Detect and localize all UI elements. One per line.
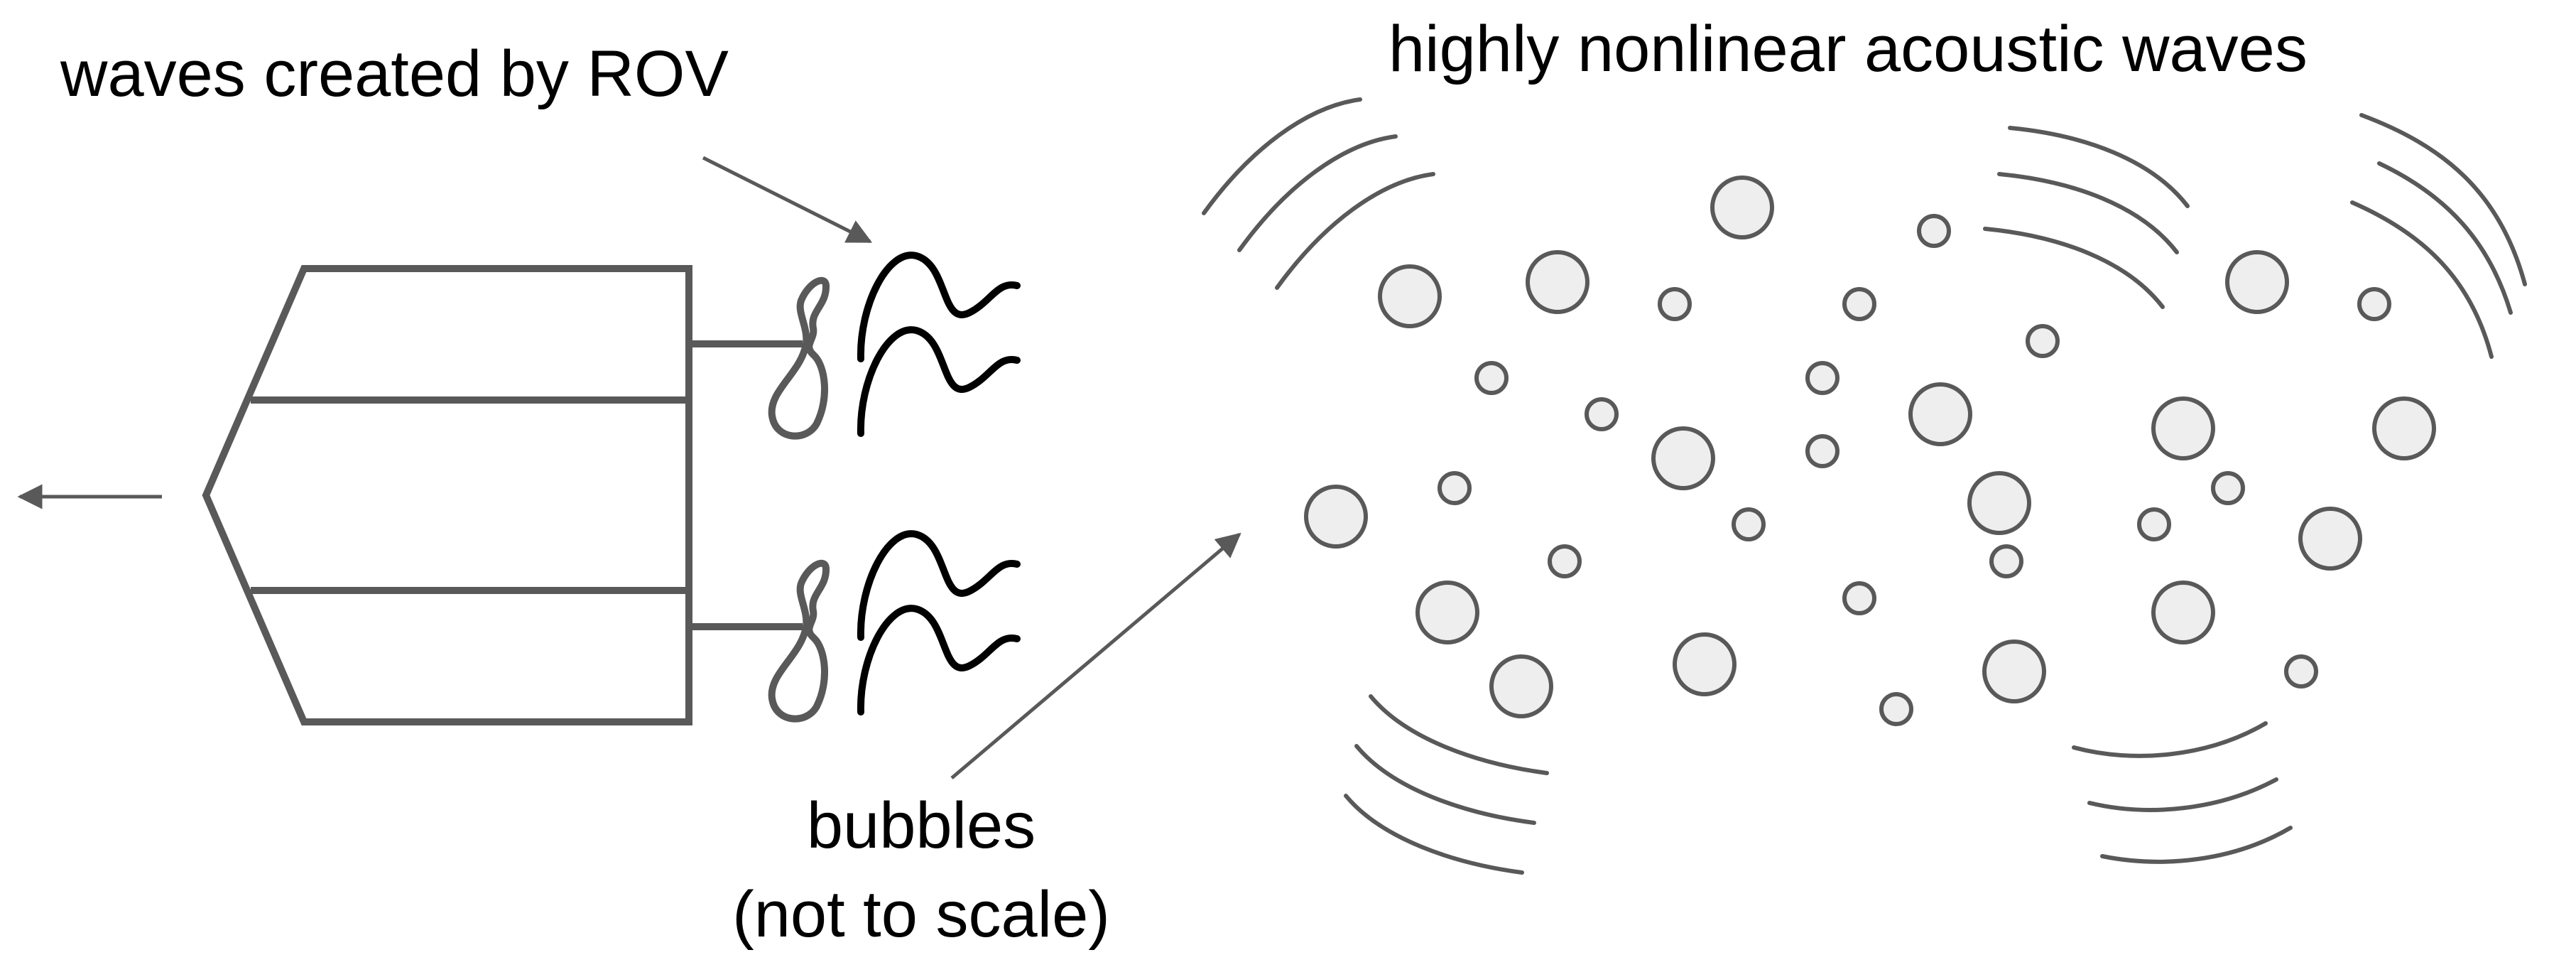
- acoustic-arc: [1369, 694, 1549, 775]
- bubble: [1651, 426, 1715, 490]
- wake-wave-3: [857, 530, 1021, 641]
- bubble: [2372, 396, 2436, 460]
- acoustic-arc: [1983, 227, 2165, 309]
- bubble: [1658, 287, 1692, 321]
- bubble: [2225, 250, 2289, 314]
- bubble: [2357, 287, 2391, 321]
- bubble: [2151, 396, 2215, 460]
- bubble: [1732, 507, 1766, 541]
- acoustic-arc: [2087, 777, 2278, 812]
- bubble: [1982, 639, 2046, 703]
- bubble: [1879, 692, 1913, 726]
- rov-body: [202, 265, 803, 725]
- bubble: [2284, 654, 2318, 689]
- bubble: [1842, 287, 1876, 321]
- wake-wave-2: [857, 326, 1021, 437]
- bubble: [1526, 250, 1589, 314]
- acoustic-wave-arcs: [1202, 97, 2527, 875]
- acoustic-arc: [1997, 172, 2179, 254]
- label-acoustic-waves: highly nonlinear acoustic waves: [1388, 13, 2308, 85]
- bubble: [1489, 654, 1553, 718]
- acoustic-arc: [2100, 826, 2293, 864]
- propeller-lower: [768, 559, 830, 723]
- bubble: [1585, 397, 1619, 431]
- arrows: [17, 156, 1241, 779]
- bubble: [1908, 382, 1972, 446]
- bubble: [2026, 324, 2060, 358]
- bubble: [2211, 471, 2245, 505]
- acoustic-arc: [2008, 126, 2190, 208]
- acoustic-arc: [2072, 721, 2268, 758]
- bubble: [1917, 214, 1951, 248]
- bubble: [1438, 471, 1472, 505]
- bubble: [1548, 544, 1582, 578]
- bubble: [2298, 507, 2362, 571]
- propeller-upper: [768, 276, 830, 440]
- rov-wake-waves: [857, 252, 1021, 716]
- bubble: [1710, 176, 1774, 239]
- bubble: [1805, 361, 1839, 395]
- bubble: [1673, 632, 1737, 696]
- bubble: [1304, 485, 1368, 549]
- wake-wave-4: [857, 605, 1021, 716]
- bubble: [1415, 581, 1479, 644]
- labels: waves created by ROV highly nonlinear ac…: [60, 13, 2308, 951]
- label-not-to-scale: (not to scale): [732, 878, 1110, 951]
- acoustic-arc: [2377, 161, 2513, 315]
- propellers: [768, 276, 830, 723]
- bubble: [1989, 544, 2023, 578]
- bubble: [2151, 581, 2215, 644]
- bubbles-arrow: [950, 532, 1241, 779]
- bubble: [1805, 434, 1839, 468]
- rov-waves-arrow: [702, 156, 873, 244]
- acoustic-arc: [1202, 97, 1362, 215]
- label-rov-waves: waves created by ROV: [60, 38, 729, 110]
- acoustic-arc: [2359, 113, 2527, 286]
- bubbles: [1304, 176, 2436, 726]
- acoustic-arc: [1344, 794, 1524, 875]
- bubble: [1842, 581, 1876, 615]
- acoustic-arc: [1275, 172, 1435, 290]
- acoustic-arc: [1237, 134, 1398, 252]
- rov-outline: [202, 265, 692, 725]
- bubble: [1474, 361, 1509, 395]
- bubble: [1378, 264, 1442, 328]
- bubble: [1967, 471, 2031, 535]
- acoustic-arc: [1354, 744, 1536, 825]
- acoustic-arc: [2350, 200, 2494, 359]
- label-bubbles: bubbles: [807, 789, 1036, 862]
- wake-wave-1: [857, 252, 1021, 362]
- bubble: [2137, 507, 2171, 541]
